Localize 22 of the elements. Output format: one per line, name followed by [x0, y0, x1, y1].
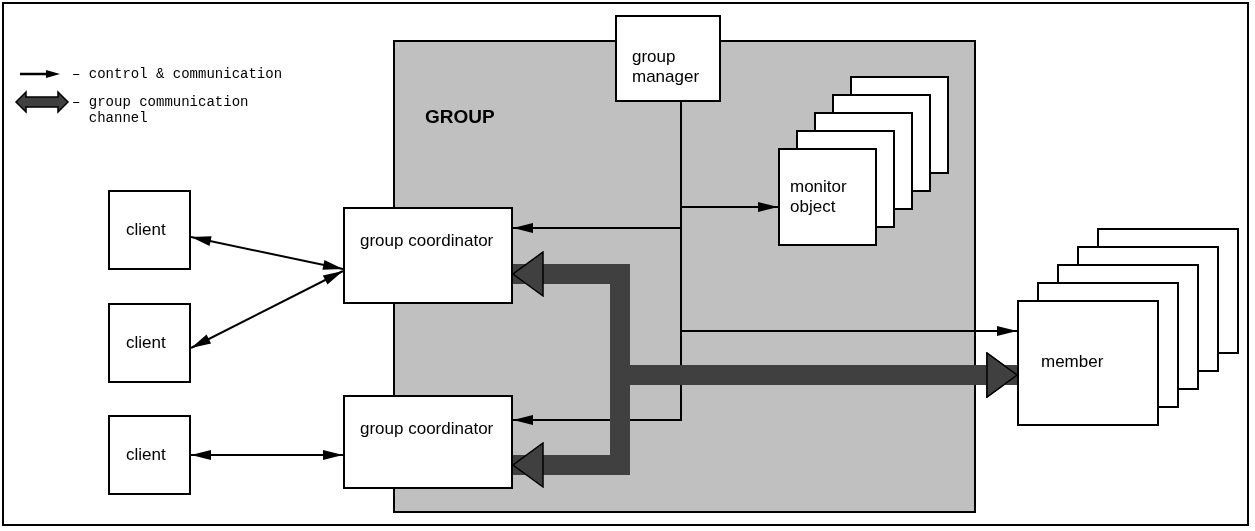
- process-box: [343, 207, 513, 304]
- group-title: GROUP: [425, 107, 496, 127]
- process-box: [108, 303, 191, 383]
- arrow: [190, 270, 344, 349]
- node-label: group coordinator: [360, 231, 495, 251]
- node-label: group manager: [632, 47, 701, 87]
- node-label: group coordinator: [360, 419, 495, 439]
- process-box: [343, 395, 513, 489]
- process-box: [778, 148, 877, 246]
- process-box: [108, 415, 191, 495]
- node-label: client: [126, 445, 167, 465]
- process-box: [1017, 300, 1159, 426]
- arrow: [190, 450, 344, 460]
- process-box: [108, 190, 191, 270]
- process-box: [615, 15, 721, 102]
- legend-label: – control & communication: [72, 66, 284, 82]
- node-label: client: [126, 220, 167, 240]
- node-label: monitor object: [790, 177, 848, 217]
- node-label: client: [126, 333, 167, 353]
- legend-label: – group communication channel: [72, 94, 250, 126]
- arrow: [190, 236, 344, 270]
- node-label: member: [1041, 352, 1105, 372]
